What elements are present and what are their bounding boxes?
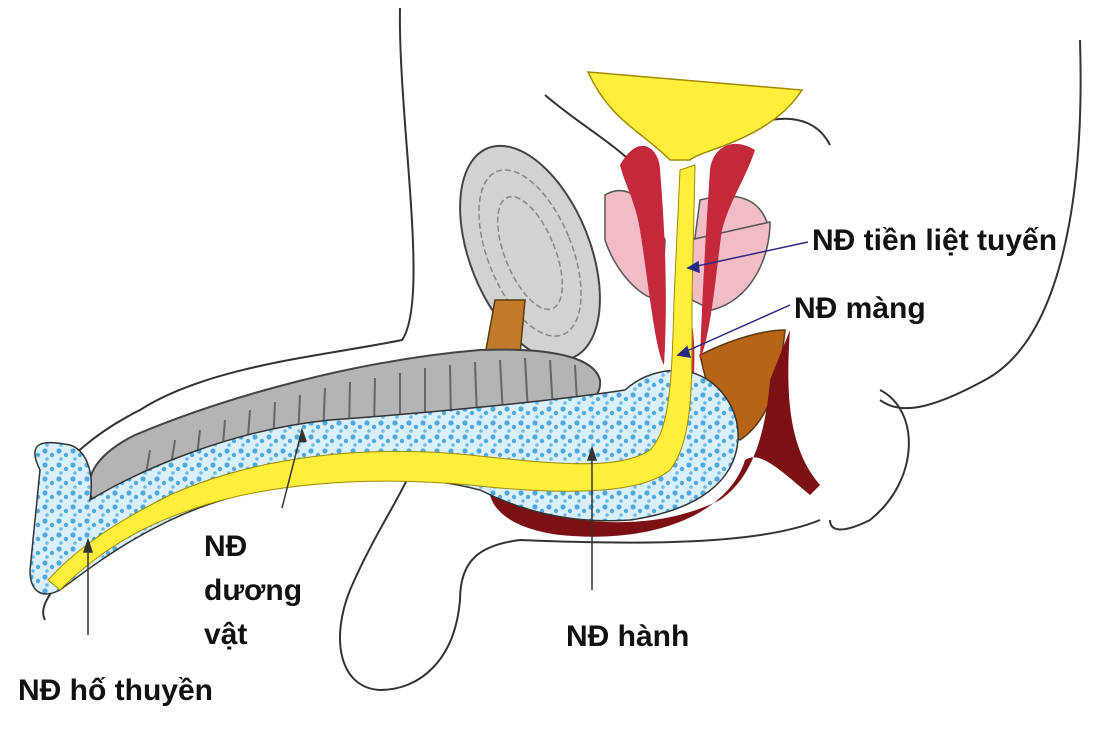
label-fossa-navicularis: NĐ hố thuyền [18,676,213,706]
label-bulbar-urethra: NĐ hành [566,622,689,652]
label-penile-urethra-line3: vật [204,620,247,650]
label-penile-urethra-line1: NĐ [204,532,247,562]
bladder-neck [588,72,802,160]
label-penile-urethra-line2: dương [204,576,302,606]
pubic-bone [432,126,628,380]
label-membranous-urethra: NĐ màng [794,294,926,324]
label-prostatic-urethra: NĐ tiền liệt tuyến [812,226,1057,256]
